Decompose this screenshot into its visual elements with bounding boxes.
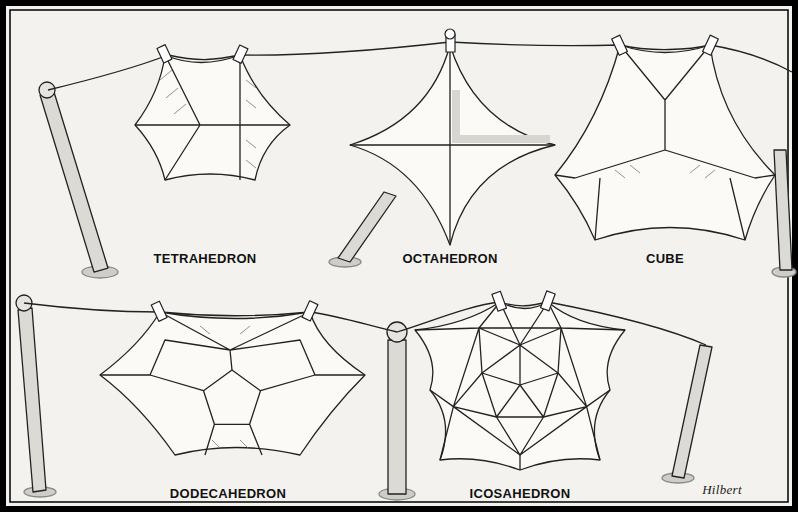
polyhedron-caption: CUBE [646,251,684,266]
polyhedron-caption: TETRAHEDRON [154,251,257,266]
polyhedron-caption: ICOSAHEDRON [470,486,571,501]
polyhedron-caption: OCTAHEDRON [402,251,497,266]
polyhedron-caption: DODECAHEDRON [170,486,286,501]
artist-signature: Hilbert [702,482,742,498]
